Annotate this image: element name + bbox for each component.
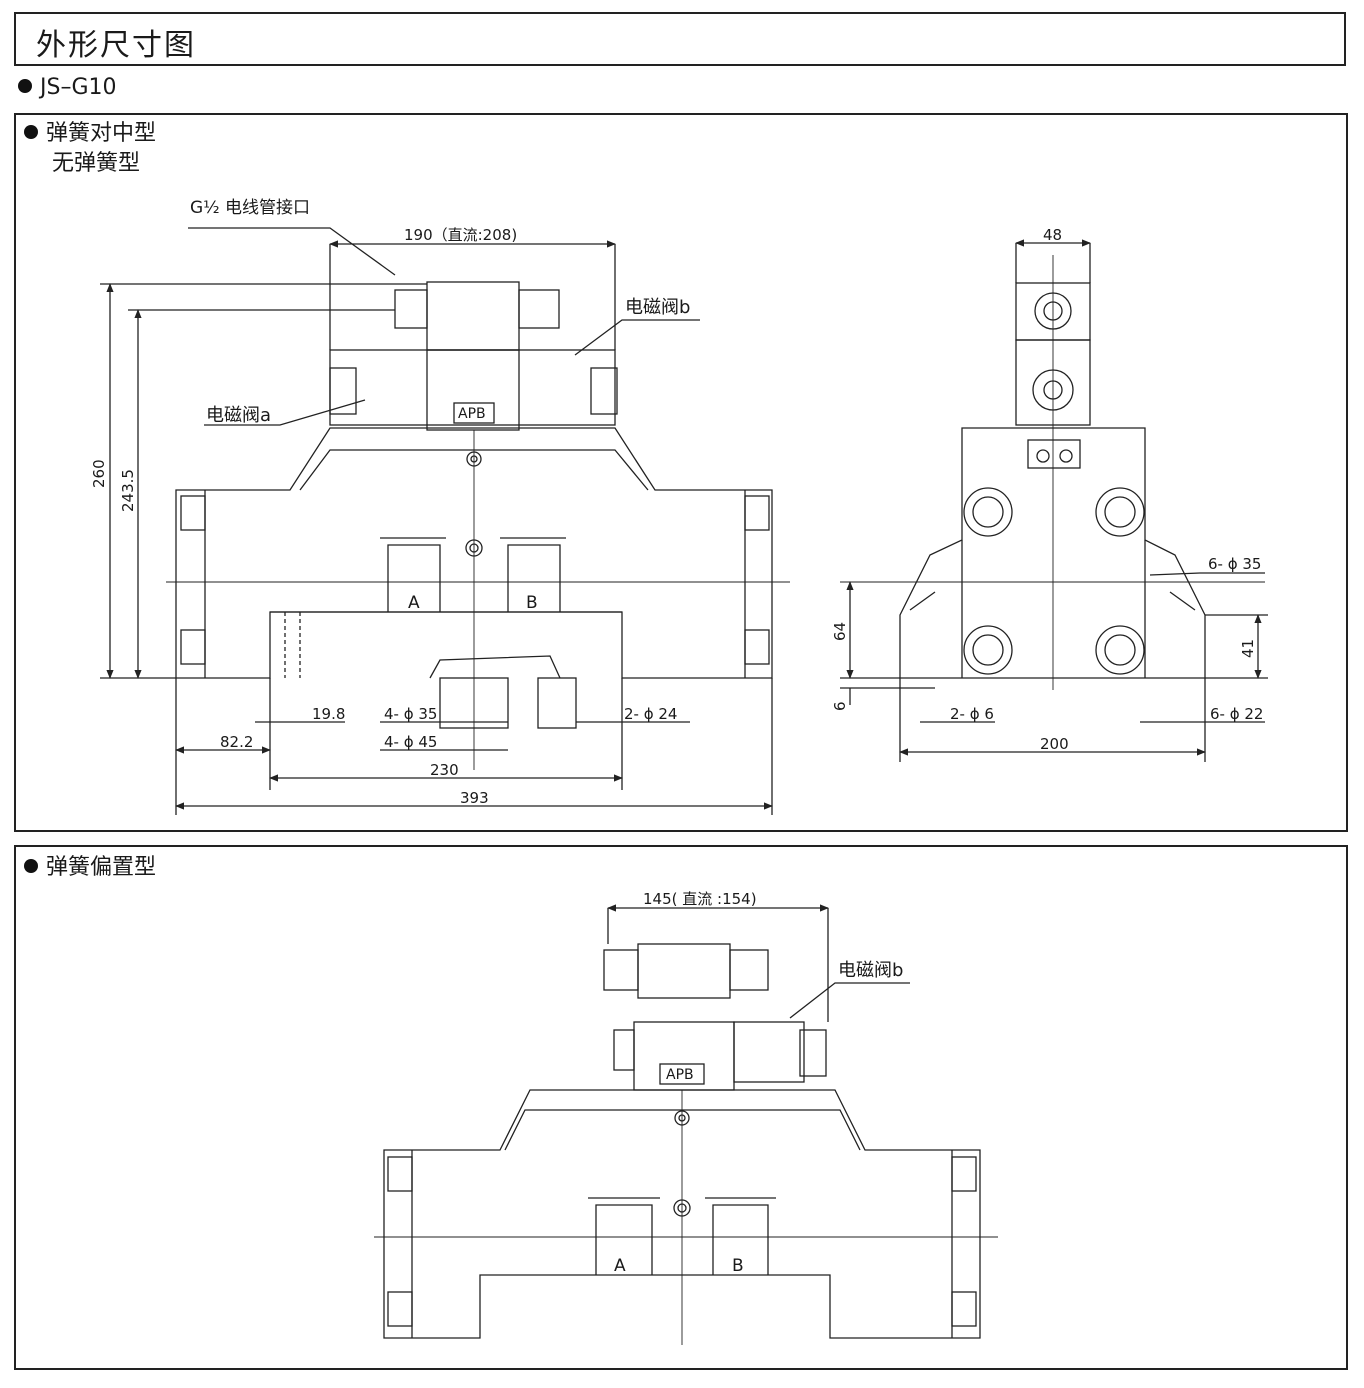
model-label: JS–G10 — [18, 75, 117, 100]
dim-190: 190（直流:208) — [404, 226, 517, 244]
spring-offset-panel: 弹簧偏置型 — [14, 845, 1348, 1370]
side-view — [840, 239, 1268, 762]
dim-393: 393 — [460, 789, 489, 807]
dim-hole6-22: 6- ϕ 22 — [1210, 705, 1263, 723]
dim-48: 48 — [1043, 226, 1062, 244]
dim-19-8: 19.8 — [312, 705, 345, 723]
dim-hole6-35: 6- ϕ 35 — [1208, 555, 1261, 573]
front-view — [100, 227, 790, 815]
dim-200: 200 — [1040, 735, 1069, 753]
panel2-title-text: 弹簧偏置型 — [46, 855, 157, 880]
dim-hole45: 4- ϕ 45 — [384, 733, 437, 751]
bullet-icon — [24, 859, 38, 873]
model-name: JS–G10 — [40, 75, 117, 100]
dim-64: 64 — [831, 622, 849, 641]
apb-label: APB — [458, 406, 486, 422]
panel1-title-line1: 弹簧对中型 — [46, 121, 157, 146]
spring-centered-panel: 弹簧对中型 无弹簧型 — [14, 113, 1348, 832]
port-a-label-2: A — [614, 1256, 626, 1276]
dim-230: 230 — [430, 761, 459, 779]
dim-hole35: 4- ϕ 35 — [384, 705, 437, 723]
page-title: 外形尺寸图 — [36, 28, 196, 63]
solenoid-b-label: 电磁阀b — [625, 297, 690, 318]
apb-label-2: APB — [666, 1067, 694, 1083]
panel2-title: 弹簧偏置型 — [24, 853, 156, 883]
dim-hole24: 2- ϕ 24 — [624, 705, 677, 723]
solenoid-a-label: 电磁阀a — [206, 405, 271, 426]
conduit-label: G½ 电线管接口 — [190, 198, 310, 218]
port-a-label: A — [408, 593, 420, 613]
port-b-label: B — [526, 593, 538, 613]
bullet-icon — [18, 79, 32, 93]
header-box: 外形尺寸图 — [14, 12, 1346, 66]
panel1-title: 弹簧对中型 无弹簧型 — [24, 119, 156, 179]
bullet-icon — [24, 125, 38, 139]
dim-82-2: 82.2 — [220, 733, 253, 751]
panel1-title-line2: 无弹簧型 — [52, 151, 141, 176]
dim-6: 6 — [831, 701, 849, 711]
dim-243: 243.5 — [119, 469, 137, 512]
offset-front-view — [374, 904, 998, 1345]
dim-260: 260 — [90, 459, 108, 488]
dim-41: 41 — [1239, 639, 1257, 658]
solenoid-b-label-2: 电磁阀b — [838, 960, 903, 981]
port-b-label-2: B — [732, 1256, 744, 1276]
dim-145: 145( 直流 :154) — [643, 890, 757, 908]
dim-hole2-6: 2- ϕ 6 — [950, 705, 994, 723]
